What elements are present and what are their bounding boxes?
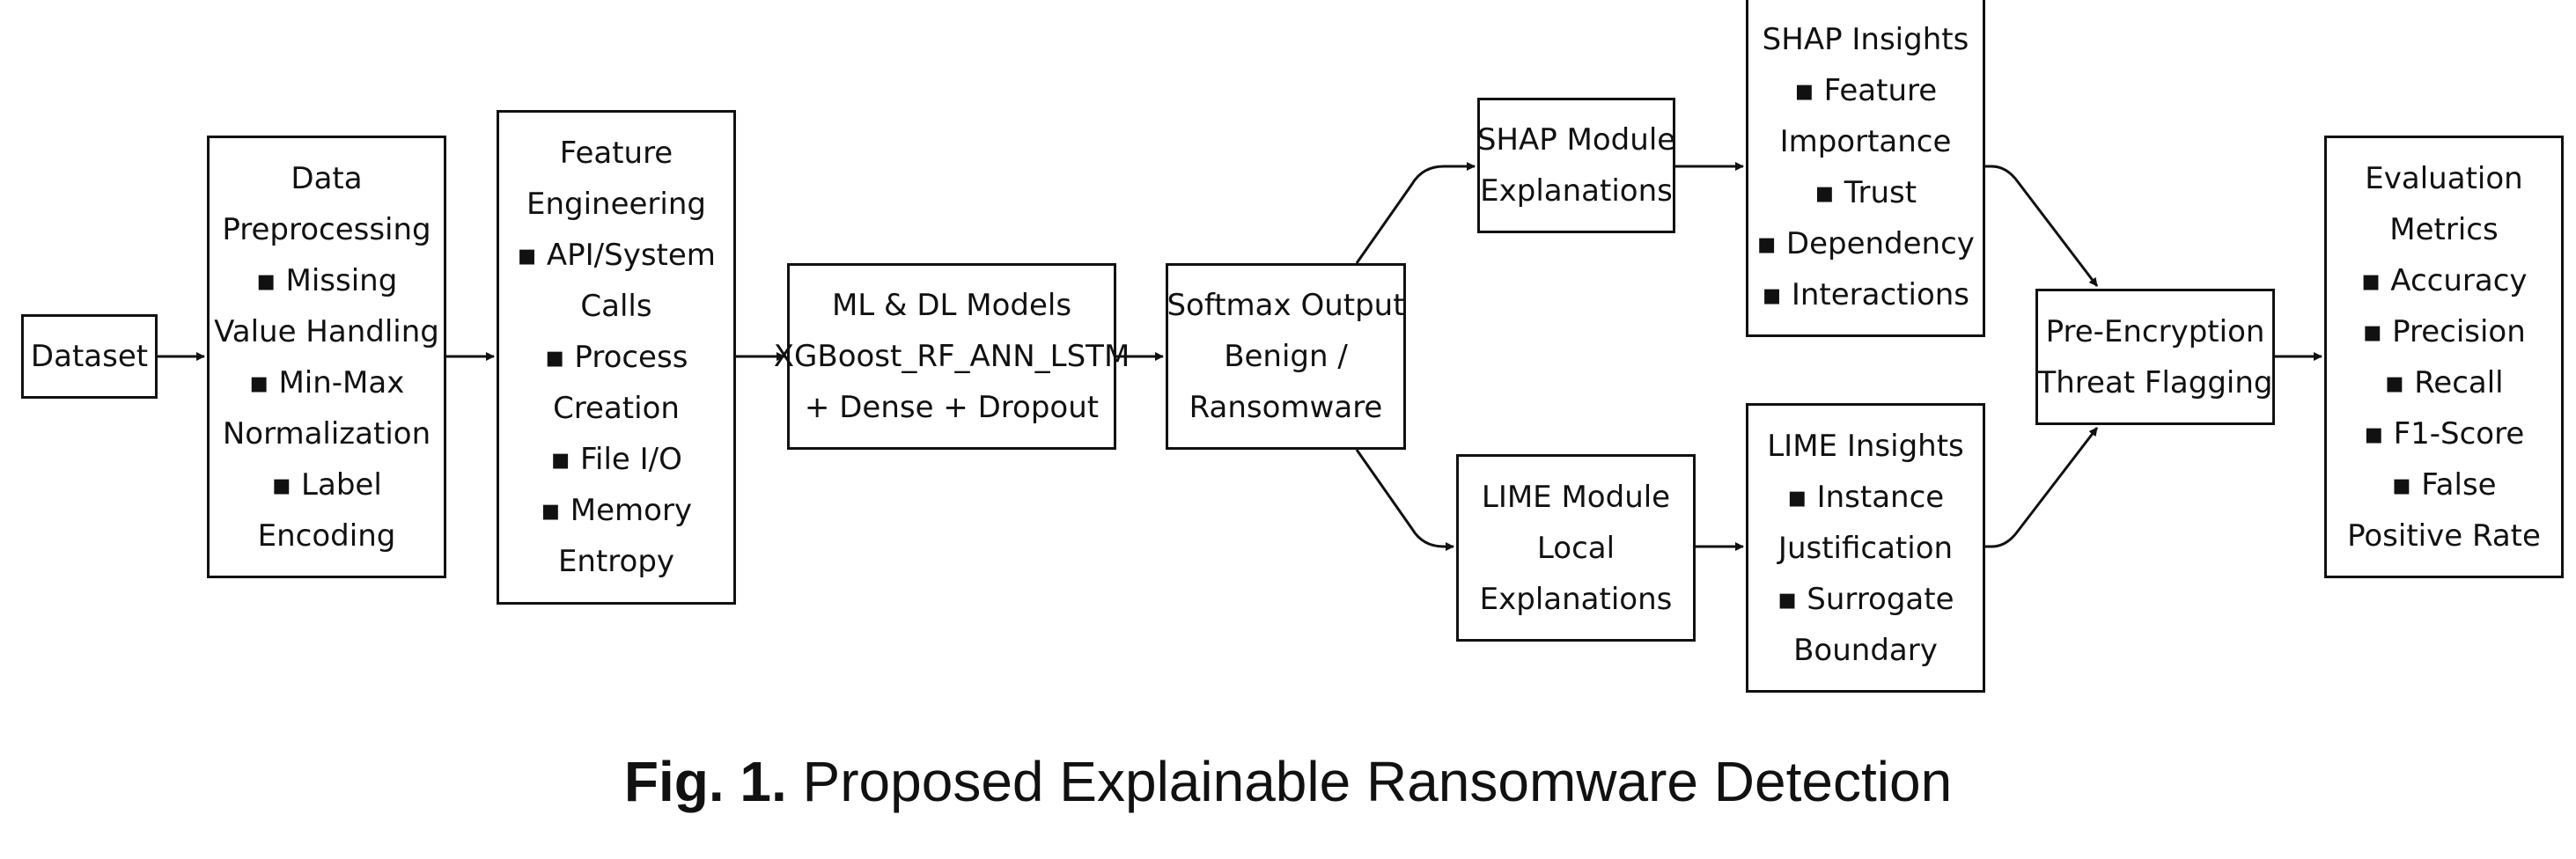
figure-caption-text: Proposed Explainable Ransomware Detectio… (802, 750, 1953, 813)
node-line: Data (291, 160, 363, 196)
node-line: SHAP Insights (1762, 21, 1969, 57)
edge-shap-insights-to-pre-encryption (1985, 165, 2099, 287)
node-line: LIME Insights (1767, 428, 1964, 464)
node-shap-insights: SHAP Insights ▪ Feature Importance ▪ Tru… (1746, 0, 1985, 337)
node-line: Evaluation (2365, 160, 2523, 196)
node-line: Calls (580, 289, 652, 324)
node-line: ▪ Min-Max (248, 364, 405, 400)
edge-softmax-to-lime-module (1355, 449, 1454, 551)
node-line: ▪ API/System (517, 238, 716, 273)
node-line: ▪ Recall (2384, 364, 2504, 400)
node-line: ▪ Interactions (1761, 276, 1970, 312)
node-line: Feature (559, 136, 673, 171)
node-line: Metrics (2389, 211, 2499, 247)
node-line: Benign / (1224, 339, 1348, 374)
node-line: ▪ Precision (2362, 313, 2526, 349)
node-line: Value Handling (214, 313, 439, 349)
node-line: Local (1536, 530, 1616, 566)
node-line: ML & DL Models (831, 288, 1072, 323)
node-line: Normalization (222, 415, 431, 452)
node-line: SHAP Module (1476, 122, 1676, 158)
node-evaluation-metrics: Evaluation Metrics ▪ Accuracy ▪ Precisio… (2324, 136, 2564, 578)
node-line: ▪ File I/O (550, 442, 682, 477)
node-line: Pre-Encryption (2045, 313, 2265, 349)
node-line: ▪ Missing (255, 262, 398, 298)
node-line: ▪ Feature (1793, 72, 1938, 108)
figure-caption-label: Fig. 1. (623, 750, 787, 813)
node-line: Creation (553, 391, 680, 426)
node-line: ▪ Trust (1814, 174, 1917, 210)
node-line: Explanations (1480, 173, 1673, 209)
node-feature-engineering: Feature Engineering ▪ API/System Calls ▪… (497, 110, 736, 605)
node-line: ▪ F1-Score (2363, 415, 2525, 452)
node-line: Dataset (30, 339, 149, 374)
node-pre-encryption-threat-flagging: Pre-Encryption Threat Flagging (2035, 289, 2275, 425)
node-line: Engineering (526, 187, 706, 222)
node-line: Positive Rate (2347, 518, 2541, 554)
node-line: Entropy (557, 544, 675, 579)
node-line: Importance (1779, 123, 1952, 159)
node-line: Threat Flagging (2037, 364, 2273, 400)
node-line: Softmax Output (1167, 288, 1405, 323)
node-shap-module: SHAP Module Explanations (1477, 98, 1675, 233)
node-dataset: Dataset (21, 314, 158, 399)
node-line: ▪ Surrogate (1777, 581, 1954, 617)
node-lime-insights: LIME Insights ▪ Instance Justification ▪… (1746, 403, 1985, 693)
node-line: ▪ Process (544, 340, 688, 375)
node-line: ▪ Label (271, 466, 382, 503)
node-data-preprocessing: Data Preprocessing ▪ Missing Value Handl… (207, 136, 446, 578)
node-line: LIME Module (1481, 479, 1671, 515)
edge-softmax-to-shap-module (1355, 162, 1476, 264)
node-line: ▪ Accuracy (2360, 262, 2528, 298)
node-line: Ransomware (1189, 390, 1383, 425)
node-line: ▪ Dependency (1756, 225, 1975, 261)
node-line: XGBoost_RF_ANN_LSTM (773, 339, 1130, 374)
node-line: + Dense + Dropout (804, 390, 1100, 425)
node-line: Explanations (1479, 581, 1673, 617)
node-line: Boundary (1793, 632, 1938, 668)
node-softmax-output: Softmax Output Benign / Ransomware (1166, 263, 1406, 450)
node-lime-module: LIME Module Local Explanations (1456, 454, 1696, 642)
node-ml-dl-models: ML & DL Models XGBoost_RF_ANN_LSTM + Den… (774, 263, 1130, 450)
node-line: Preprocessing (222, 211, 431, 247)
edge-lime-insights-to-pre-encryption (1985, 427, 2099, 548)
node-line: ▪ Memory (540, 493, 693, 528)
node-line: Justification (1777, 530, 1954, 566)
node-line: ▪ Instance (1786, 479, 1945, 515)
figure-caption: Fig. 1. Proposed Explainable Ransomware … (0, 746, 2576, 817)
node-line: ▪ False (2391, 466, 2497, 503)
node-line: Encoding (257, 518, 396, 554)
